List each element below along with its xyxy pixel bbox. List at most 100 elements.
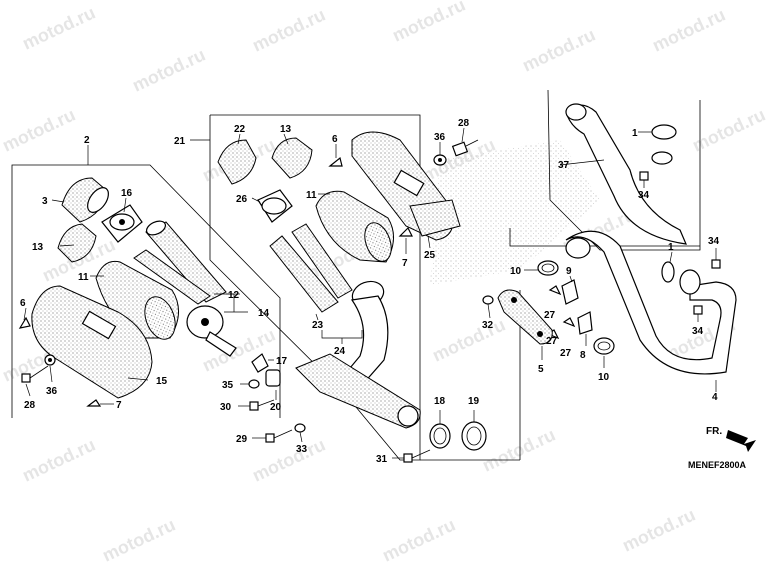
part-packing-center (315, 190, 394, 263)
callout-31: 31 (376, 454, 388, 465)
callout-13b: 13 (280, 124, 292, 135)
part-washer-35 (248, 379, 260, 389)
part-packing (95, 260, 179, 340)
part-washer-left (44, 354, 56, 366)
part-bracket (561, 279, 579, 305)
callout-4: 4 (712, 392, 718, 403)
callout-11b: 11 (306, 190, 317, 201)
callout-19: 19 (468, 396, 480, 407)
group-frame-2 (11, 164, 281, 418)
callout-34a: 34 (638, 190, 650, 201)
part-bolt-left (21, 365, 49, 383)
callout-17: 17 (276, 356, 288, 367)
callout-14: 14 (258, 308, 270, 319)
callout-13a: 13 (32, 242, 44, 253)
part-clip-center (328, 156, 343, 167)
callout-1b: 1 (668, 242, 674, 253)
part-end-pipe (186, 305, 237, 357)
callout-3: 3 (42, 196, 48, 207)
part-silencer-body (351, 131, 461, 241)
part-bolt-center (451, 139, 479, 157)
part-bolt-29 (265, 429, 293, 443)
part-gasket-upper (651, 124, 677, 140)
part-flange-center (257, 189, 293, 223)
group-frame-21 (209, 114, 421, 461)
callout-30: 30 (220, 402, 232, 413)
part-cone (57, 223, 97, 263)
part-washer-33 (294, 423, 306, 433)
part-heat-shield (497, 289, 553, 345)
left-muffler-group (11, 145, 281, 418)
part-end-cap-center (217, 139, 257, 185)
callout-26: 26 (236, 194, 248, 205)
callout-5: 5 (538, 364, 544, 375)
direction-label: FR. (706, 426, 722, 437)
part-bolt-27a (548, 285, 562, 296)
callout-34c: 34 (692, 326, 704, 337)
part-washer-center (433, 154, 447, 166)
callout-2: 2 (84, 135, 90, 146)
callout-36b: 36 (434, 132, 446, 143)
part-cone-center (271, 137, 313, 179)
callout-27c: 27 (560, 348, 572, 359)
callout-22: 22 (234, 124, 246, 135)
hardware-center-bottom (238, 353, 306, 443)
callout-6a: 6 (20, 298, 26, 309)
part-joint-19 (461, 421, 487, 451)
callout-28a: 28 (24, 400, 36, 411)
callout-1a: 1 (632, 128, 638, 139)
part-collar (265, 369, 281, 387)
part-clip-left (18, 307, 31, 329)
callout-33: 33 (296, 444, 308, 455)
part-nut-right (711, 259, 721, 269)
part-nut-upper (639, 171, 649, 181)
part-clamp-upper (537, 260, 559, 276)
callout-7b: 7 (402, 258, 408, 269)
part-clamp-18 (429, 423, 451, 449)
callout-32: 32 (482, 320, 494, 331)
part-inner-tube (133, 220, 227, 305)
part-header-pipe (565, 230, 737, 375)
upper-right-group (547, 89, 701, 251)
group-frame-37 (547, 89, 701, 251)
part-clamp-lower (593, 337, 615, 355)
callout-labels: 2 3 16 13 11 12 14 6 36 15 28 7 21 22 13… (20, 118, 747, 470)
shading-haze (430, 140, 600, 285)
part-end-cap (61, 177, 109, 223)
part-lower-silencer (295, 353, 421, 429)
part-clip-bottom (86, 399, 102, 407)
center-muffler-group (190, 114, 479, 461)
part-muffler-body (31, 285, 153, 399)
part-flange (101, 204, 143, 243)
callout-16: 16 (121, 188, 133, 199)
callout-37: 37 (558, 160, 570, 171)
callout-20: 20 (270, 402, 282, 413)
callout-36a: 36 (46, 386, 58, 397)
callout-8: 8 (580, 350, 586, 361)
part-nut-lower (693, 305, 703, 315)
heat-shield-group (482, 260, 615, 368)
part-washer-32 (482, 295, 494, 305)
part-inner-tube-center (269, 223, 353, 313)
hardware-clamps (392, 290, 521, 463)
callout-7a: 7 (116, 400, 122, 411)
callout-15: 15 (156, 376, 168, 387)
callout-18: 18 (434, 396, 446, 407)
part-sub-pipe (565, 103, 687, 245)
callout-11a: 11 (78, 272, 89, 283)
part-grommet (251, 353, 269, 373)
callout-34b: 34 (708, 236, 720, 247)
callout-25: 25 (424, 250, 436, 261)
diagram-code: MENEF2800A (688, 460, 747, 470)
callout-10b: 10 (598, 372, 610, 383)
part-bolt-27b (562, 317, 576, 328)
callout-28b: 28 (458, 118, 470, 129)
callout-35: 35 (222, 380, 234, 391)
callout-10a: 10 (510, 266, 522, 277)
callout-29: 29 (236, 434, 248, 445)
callout-27b: 27 (546, 336, 558, 347)
callout-24: 24 (334, 346, 346, 357)
part-bracket-8 (577, 311, 593, 335)
part-clip-center-2 (398, 226, 413, 237)
